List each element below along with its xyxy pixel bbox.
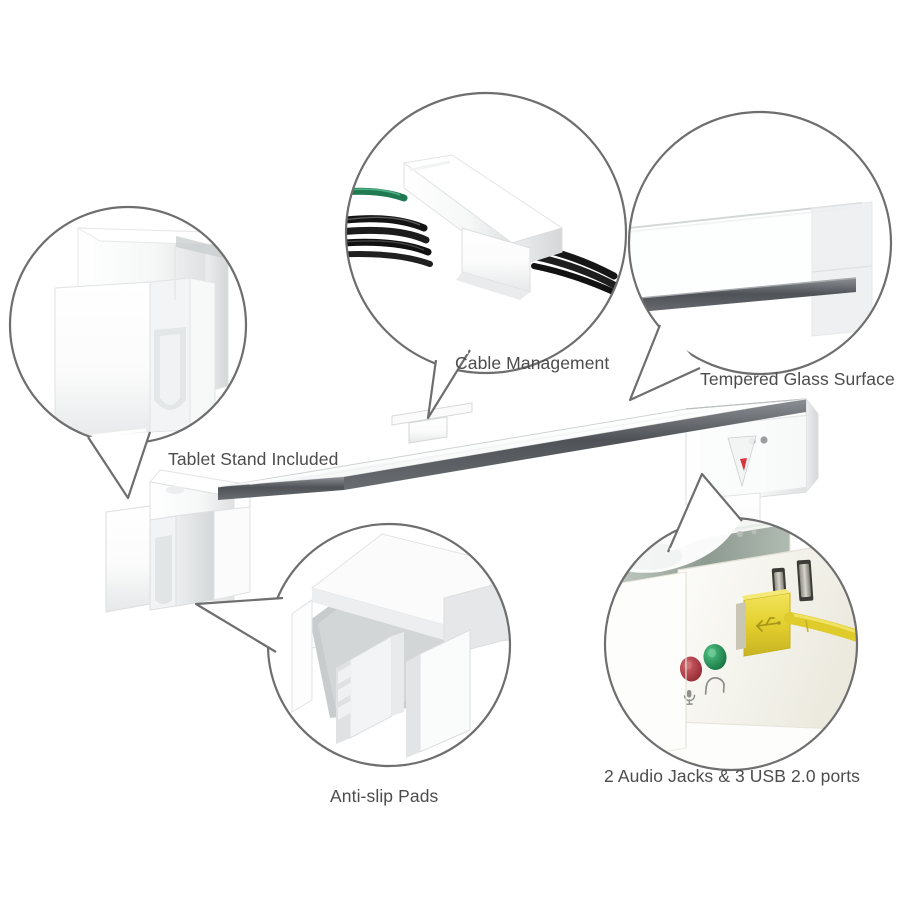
callout-cable-content [346, 93, 626, 373]
callout-cable-management[interactable] [330, 91, 628, 420]
callout-pads-content [268, 524, 510, 766]
rib-tooth-2 [338, 682, 352, 702]
cable-strand-3 [346, 238, 432, 256]
usb-cable-highlight [793, 613, 857, 643]
callout-label-audio-usb-ports: 2 Audio Jacks & 3 USB 2.0 ports [604, 766, 861, 786]
callout-label-tablet-stand: Tablet Stand Included [168, 449, 339, 469]
rib-1-right [392, 632, 404, 716]
cable-clip-tongue [408, 416, 448, 444]
usb-cable-seam [805, 619, 809, 633]
cable-strand-4 [346, 251, 433, 267]
tablet-stand-u-slot [155, 535, 172, 604]
cable-strand-1 [346, 215, 428, 232]
glass-zoom-front-edge [629, 278, 856, 314]
pads-internal-ribs [336, 629, 471, 758]
cable-highlight-2 [346, 240, 425, 251]
white-cable-clip [402, 154, 564, 300]
glass-back-edge [685, 398, 807, 410]
glass-front-edge [344, 399, 806, 490]
cable-exit-3 [531, 263, 621, 297]
callout-tablet-stand-tail [87, 431, 152, 500]
cable-highlight-1 [346, 216, 421, 226]
callout-tempered-glass-tail-mask [660, 323, 700, 367]
callout-tempered-glass-ring[interactable] [627, 110, 893, 376]
pedestal-red-accent [740, 458, 747, 471]
callout-cable-management-ring[interactable] [344, 91, 628, 375]
microphone-jack-highlight [684, 660, 692, 670]
callout-glass-content [629, 112, 891, 374]
usb-plug [736, 589, 857, 657]
anti-slip-pad-edge [312, 588, 444, 640]
glass-zoom-pedestal-seam [811, 265, 873, 273]
callout-tempered-glass[interactable] [618, 110, 893, 402]
right-pedestal-side [805, 397, 819, 494]
callout-label-anti-slip-pads: Anti-slip Pads [330, 786, 439, 806]
rib-tooth-3 [338, 700, 352, 720]
glass-front-edge-left [218, 477, 344, 500]
callout-tablet-stand-tail-mask [91, 428, 147, 438]
rib-tooth-1 [338, 664, 352, 684]
callout-cable-management-tail-mask [437, 350, 469, 360]
left-pedestal-top-detail [166, 486, 184, 494]
callout-cable-management-tail [426, 349, 471, 420]
usb-plug-shell [736, 602, 746, 650]
glass-reflection-1 [249, 409, 691, 485]
cable-clip-tab-bottom [456, 272, 530, 300]
usb-plug-top-bevel [742, 589, 790, 600]
pedestal-jack-hole-2 [760, 436, 768, 444]
usb-cable [784, 612, 857, 652]
black-cable-bundle [346, 215, 433, 267]
callout-audio-usb-ports-tail-mask [669, 521, 741, 552]
callout-audio-usb-ports-tail [666, 472, 743, 553]
callout-anti-slip-pads[interactable] [194, 522, 520, 768]
tablet-stand-lip [54, 281, 151, 443]
tempered-glass-shelf [217, 398, 807, 500]
glass-reflection-2 [299, 411, 701, 480]
ports-glass-edge-band [605, 522, 812, 594]
usb-trident-icon [756, 617, 781, 632]
glass-zoom-edge-highlight [629, 277, 857, 301]
tablet-stand-u-groove-inner [160, 334, 180, 405]
cable-clip-highlight [409, 160, 451, 172]
tablet-stand-front-wall [105, 505, 151, 613]
callout-label-cable-management: Cable Management [455, 353, 610, 373]
ports-corner-hole-1 [737, 531, 743, 537]
ports-corner-hole-2 [751, 529, 757, 535]
right-pedestal-inner-face [700, 416, 806, 500]
callout-tempered-glass-tail [628, 324, 701, 402]
headphone-jack-highlight [708, 648, 716, 658]
left-pedestal-right-face [213, 506, 251, 601]
headphone-icon [704, 677, 725, 695]
pads-outer-wall [291, 599, 313, 713]
usb-port-tongue-2 [798, 563, 812, 598]
glass-zoom-body [629, 207, 862, 304]
cable-clip-on-glass [391, 402, 473, 444]
cable-strand-2 [346, 226, 430, 244]
cable-clip-bar [391, 402, 473, 426]
callout-tablet-stand-content [10, 207, 246, 443]
tablet-stand-back-wall [175, 510, 215, 607]
callout-anti-slip-pads-tail-mask [274, 599, 284, 651]
callout-tablet-stand[interactable] [8, 205, 248, 500]
rib-2-side [406, 654, 420, 758]
callout-label-tempered-glass: Tempered Glass Surface [700, 369, 895, 389]
microphone-icon [683, 690, 696, 705]
monitor-stand-product [105, 397, 819, 613]
callout-anti-slip-pads-tail [194, 596, 284, 653]
